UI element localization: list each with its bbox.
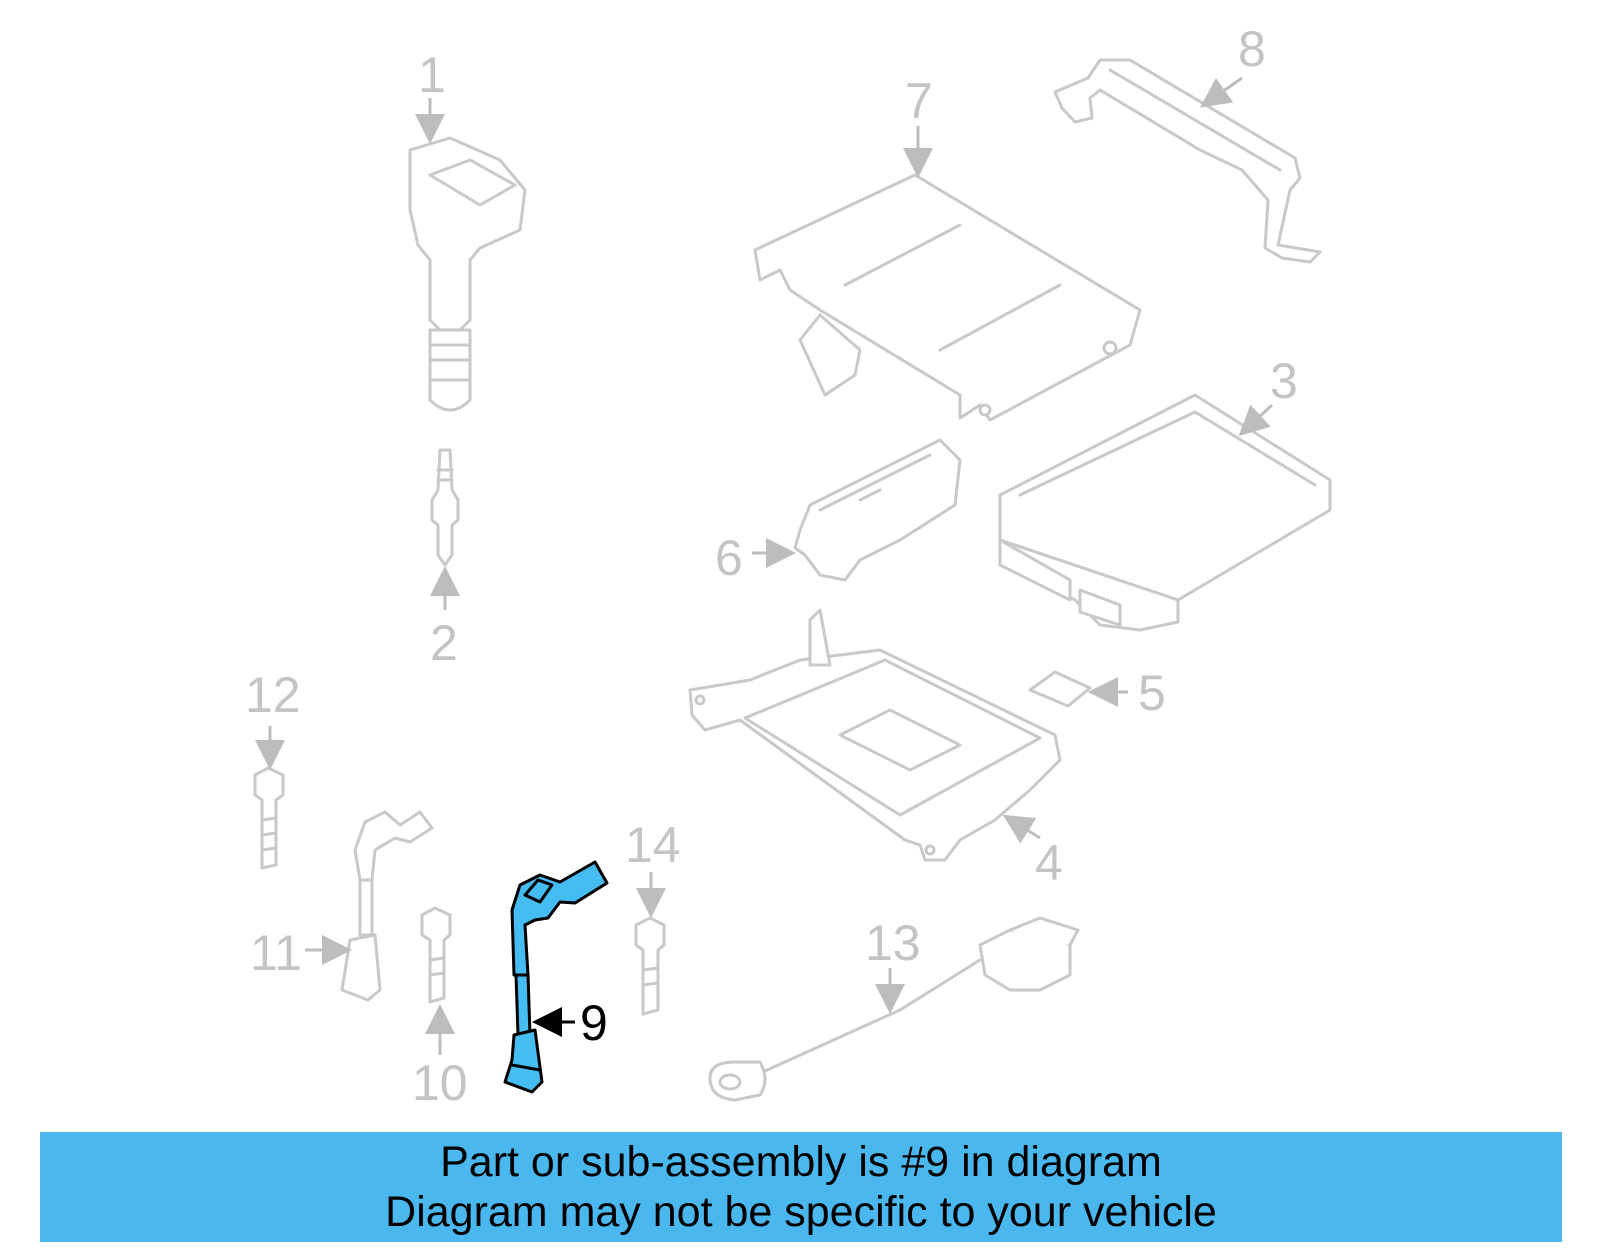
part-13-knock-sensor [708,916,1080,1102]
svg-text:12: 12 [245,667,301,723]
banner-line-2: Diagram may not be specific to your vehi… [385,1188,1217,1236]
part-6-module [793,438,962,582]
callout-1: 1 [415,47,446,144]
svg-text:1: 1 [418,47,446,103]
part-7-cover [753,173,1142,422]
part-5-pad [1028,670,1092,708]
svg-text:14: 14 [625,817,681,873]
callout-6: 6 [715,530,796,586]
part-8-bracket [1053,58,1322,264]
svg-text:8: 8 [1238,21,1266,77]
part-3-control-unit [998,393,1332,632]
callout-11: 11 [250,925,352,981]
svg-text:3: 3 [1270,353,1298,409]
callout-14: 14 [625,817,681,918]
svg-text:11: 11 [250,925,302,981]
svg-text:5: 5 [1138,665,1166,721]
callout-8: 8 [1200,21,1266,108]
callout-3: 3 [1238,353,1298,437]
svg-text:7: 7 [905,73,933,129]
part-10-bolt [420,906,452,1004]
svg-text:2: 2 [430,615,458,671]
callout-13: 13 [865,915,921,1014]
part-1-ignition-coil [408,136,527,412]
callout-9: 9 [532,995,608,1051]
part-11-sensor [340,810,434,1002]
part-12-bolt [253,766,285,870]
callout-10: 10 [412,1004,468,1111]
svg-text:4: 4 [1035,835,1063,891]
callout-12: 12 [245,667,301,770]
svg-text:13: 13 [865,915,921,971]
part-9-sensor-highlighted [503,860,609,1094]
part-4-tray [688,608,1062,862]
parts-diagram: 1 2 7 8 3 [245,21,1332,1111]
info-banner: Part or sub-assembly is #9 in diagram Di… [40,1132,1562,1242]
callout-2: 2 [430,566,460,671]
svg-text:10: 10 [412,1055,468,1111]
part-2-spark-plug [430,448,460,567]
callout-4: 4 [1002,814,1063,891]
callout-5: 5 [1088,665,1166,721]
banner-line-1: Part or sub-assembly is #9 in diagram [440,1138,1162,1186]
part-14-bolt [634,916,666,1016]
svg-text:9: 9 [580,995,608,1051]
svg-text:6: 6 [715,530,743,586]
callout-7: 7 [903,73,933,178]
